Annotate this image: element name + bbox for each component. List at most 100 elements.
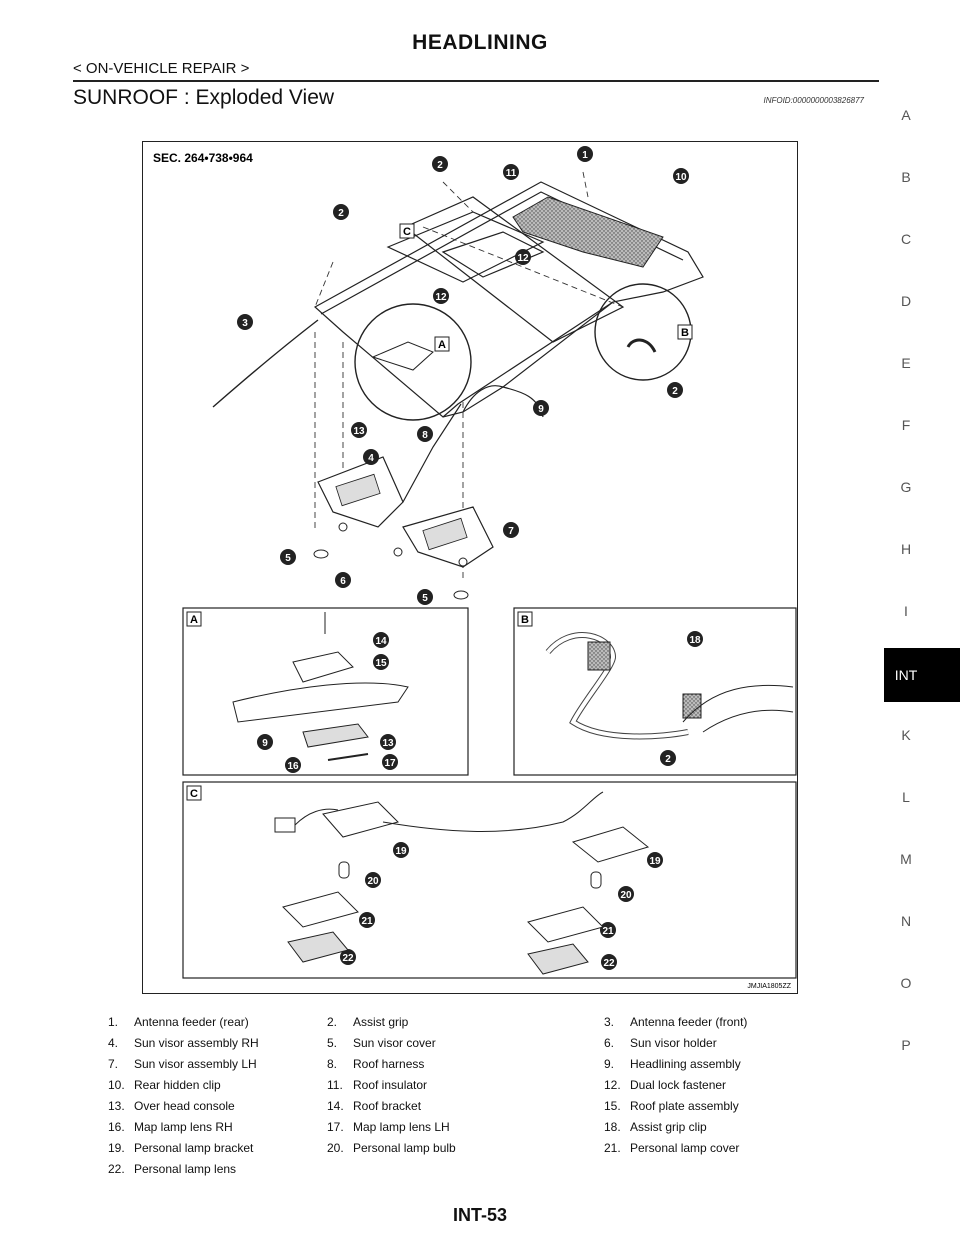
callout-19b: 19 [649,856,661,867]
callout-21b: 21 [602,926,614,937]
header-divider [73,80,879,82]
side-nav-item-k[interactable]: K [901,727,911,743]
breadcrumb[interactable]: < ON-VEHICLE REPAIR > [73,60,250,77]
detail-b-panel-label: B [521,614,529,626]
detail-a-marker: A [438,339,446,351]
callout-22a: 22 [342,953,354,964]
callout-13-detail: 13 [382,738,394,749]
callout-9: 9 [538,404,544,415]
part-item: 20.Personal lamp bulb [327,1141,456,1155]
callout-18: 18 [689,635,701,646]
callout-5a: 5 [285,553,291,564]
callout-20a: 20 [367,876,379,887]
callout-16: 16 [287,761,299,772]
antenna-feeder-front-shape [212,319,319,408]
callout-2c: 2 [672,386,678,397]
callout-19a: 19 [395,846,407,857]
hardware-parts [313,522,469,600]
callout-12b: 12 [435,292,447,303]
part-item: 12.Dual lock fastener [604,1078,727,1092]
part-item: 17.Map lamp lens LH [327,1120,450,1134]
exploded-view-figure: SEC. 264•738•964 [142,141,798,994]
detail-c-panel-label: C [190,788,198,800]
side-nav-item-n[interactable]: N [900,913,912,929]
section-number-label: SEC. 264•738•964 [153,151,253,165]
side-nav-item-o[interactable]: O [900,975,912,991]
side-nav-item-i[interactable]: I [904,603,908,619]
callout-20b: 20 [620,890,632,901]
callout-2b: 2 [338,208,344,219]
part-item: 13.Over head console [108,1099,235,1113]
detail-b-panel [513,607,797,776]
detail-b-marker: B [681,327,689,339]
side-nav-item-a[interactable]: A [901,107,911,123]
section-title: SUNROOF : Exploded View [73,86,335,109]
detail-b-circle [594,283,692,381]
callout-2a: 2 [437,160,443,171]
image-code: JMJIA1805ZZ [747,983,791,990]
callout-8: 8 [422,430,428,441]
callout-3: 3 [242,318,248,329]
detail-a-circle [354,303,472,421]
part-item: 6.Sun visor holder [604,1036,717,1050]
callout-17: 17 [384,758,396,769]
part-item: 22.Personal lamp lens [108,1162,237,1176]
detail-a-panel-label: A [190,614,198,626]
side-nav-item-c[interactable]: C [900,231,912,247]
part-item: 7.Sun visor assembly LH [108,1057,257,1071]
side-nav-item-b[interactable]: B [901,169,911,185]
side-nav-item-e[interactable]: E [901,355,911,371]
part-item: 14.Roof bracket [327,1099,422,1113]
part-item: 5.Sun visor cover [327,1036,436,1050]
roof-harness-shape [402,403,462,503]
part-item: 8.Roof harness [327,1057,425,1071]
side-nav-active-tab[interactable]: INT [884,648,960,702]
detail-a-panel [182,607,469,776]
side-nav-item-p[interactable]: P [901,1037,911,1053]
callout-1: 1 [582,150,588,161]
callout-4: 4 [368,453,374,464]
callout-2-detail: 2 [665,754,671,765]
page-number: INT-53 [452,1205,508,1225]
side-nav-item-f[interactable]: F [901,417,911,433]
callout-group: 1 2 2 2 3 4 5 5 6 7 8 9 10 11 12 12 13 1… [237,146,703,970]
headlining-assembly-shape [313,181,704,418]
callout-12a: 12 [517,253,529,264]
detail-c-panel [182,781,797,979]
callout-21a: 21 [361,916,373,927]
side-nav-item-h[interactable]: H [900,541,912,557]
side-nav: A B C D E F G H I K L M N O P [884,0,960,1242]
side-nav-item-d[interactable]: D [900,293,912,309]
detail-a-drawing [232,612,409,761]
part-item: 10.Rear hidden clip [108,1078,221,1092]
side-nav-item-g[interactable]: G [900,479,912,495]
side-nav-active-label: INT [894,667,918,683]
callout-6: 6 [340,576,346,587]
part-item: 9.Headlining assembly [604,1057,741,1071]
side-nav-item-l[interactable]: L [902,789,910,805]
exploded-view-drawing: SEC. 264•738•964 [153,146,797,990]
callout-11: 11 [506,168,517,179]
callout-22b: 22 [603,958,615,969]
part-item: 21.Personal lamp cover [604,1141,740,1155]
callout-14: 14 [375,636,387,647]
part-item: 11.Roof insulator [327,1078,428,1092]
part-item: 1.Antenna feeder (rear) [108,1015,249,1029]
roof-insulator-shape [512,196,664,268]
detail-c-window [403,196,625,343]
part-item: 3.Antenna feeder (front) [604,1015,748,1029]
callout-15: 15 [375,658,387,669]
detail-c-drawing [274,791,650,975]
part-item: 2.Assist grip [327,1015,409,1029]
part-item: 15.Roof plate assembly [604,1099,739,1113]
callout-5b: 5 [422,593,428,604]
callout-7: 7 [508,526,514,537]
side-nav-item-m[interactable]: M [900,851,912,867]
callout-13: 13 [353,426,365,437]
callout-9-detail: 9 [262,738,268,749]
part-item: 16.Map lamp lens RH [108,1120,233,1134]
part-item: 19.Personal lamp bracket [108,1141,254,1155]
part-item: 4.Sun visor assembly RH [108,1036,259,1050]
callout-10: 10 [675,172,687,183]
page-header-title: HEADLINING [412,31,548,54]
